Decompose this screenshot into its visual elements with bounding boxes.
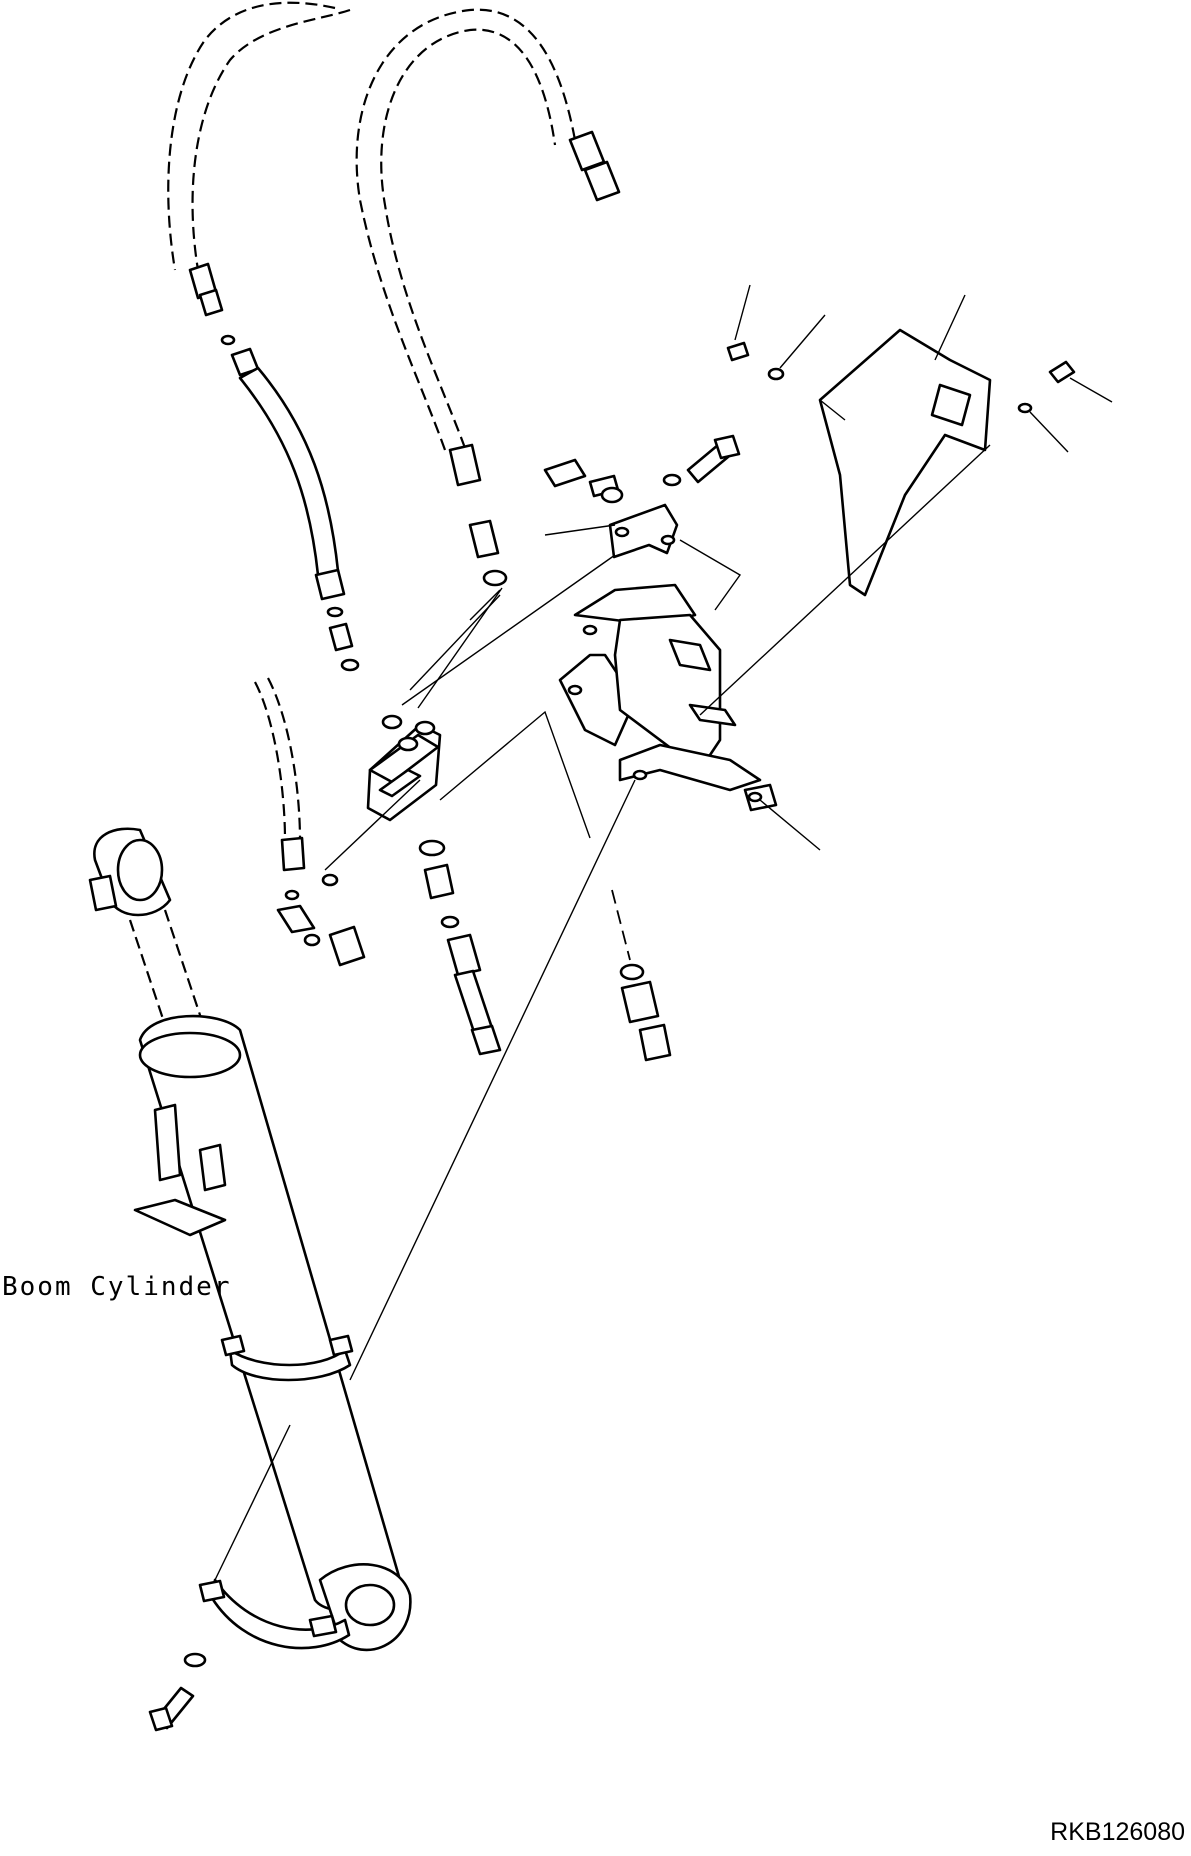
small-bracket bbox=[543, 434, 741, 559]
cover-bolts bbox=[726, 341, 1076, 414]
lower-middle-fittings bbox=[418, 839, 502, 1056]
upper-middle-hose bbox=[355, 8, 621, 587]
leader-lines bbox=[214, 284, 1113, 1581]
drawing-code: RKB126080 bbox=[1050, 1818, 1185, 1846]
clamp-bracket bbox=[558, 583, 778, 812]
lower-left-hose bbox=[254, 677, 366, 967]
right-fittings bbox=[611, 889, 672, 1062]
upper-left-hose bbox=[167, 1, 351, 346]
bottom-bolt bbox=[148, 1652, 207, 1732]
boom-cylinder bbox=[88, 827, 412, 1652]
left-rigid-pipe bbox=[230, 347, 360, 672]
valve-block bbox=[366, 714, 442, 822]
boom-cylinder-label: Boom Cylinder bbox=[2, 1272, 232, 1302]
cover-plate bbox=[818, 328, 992, 597]
